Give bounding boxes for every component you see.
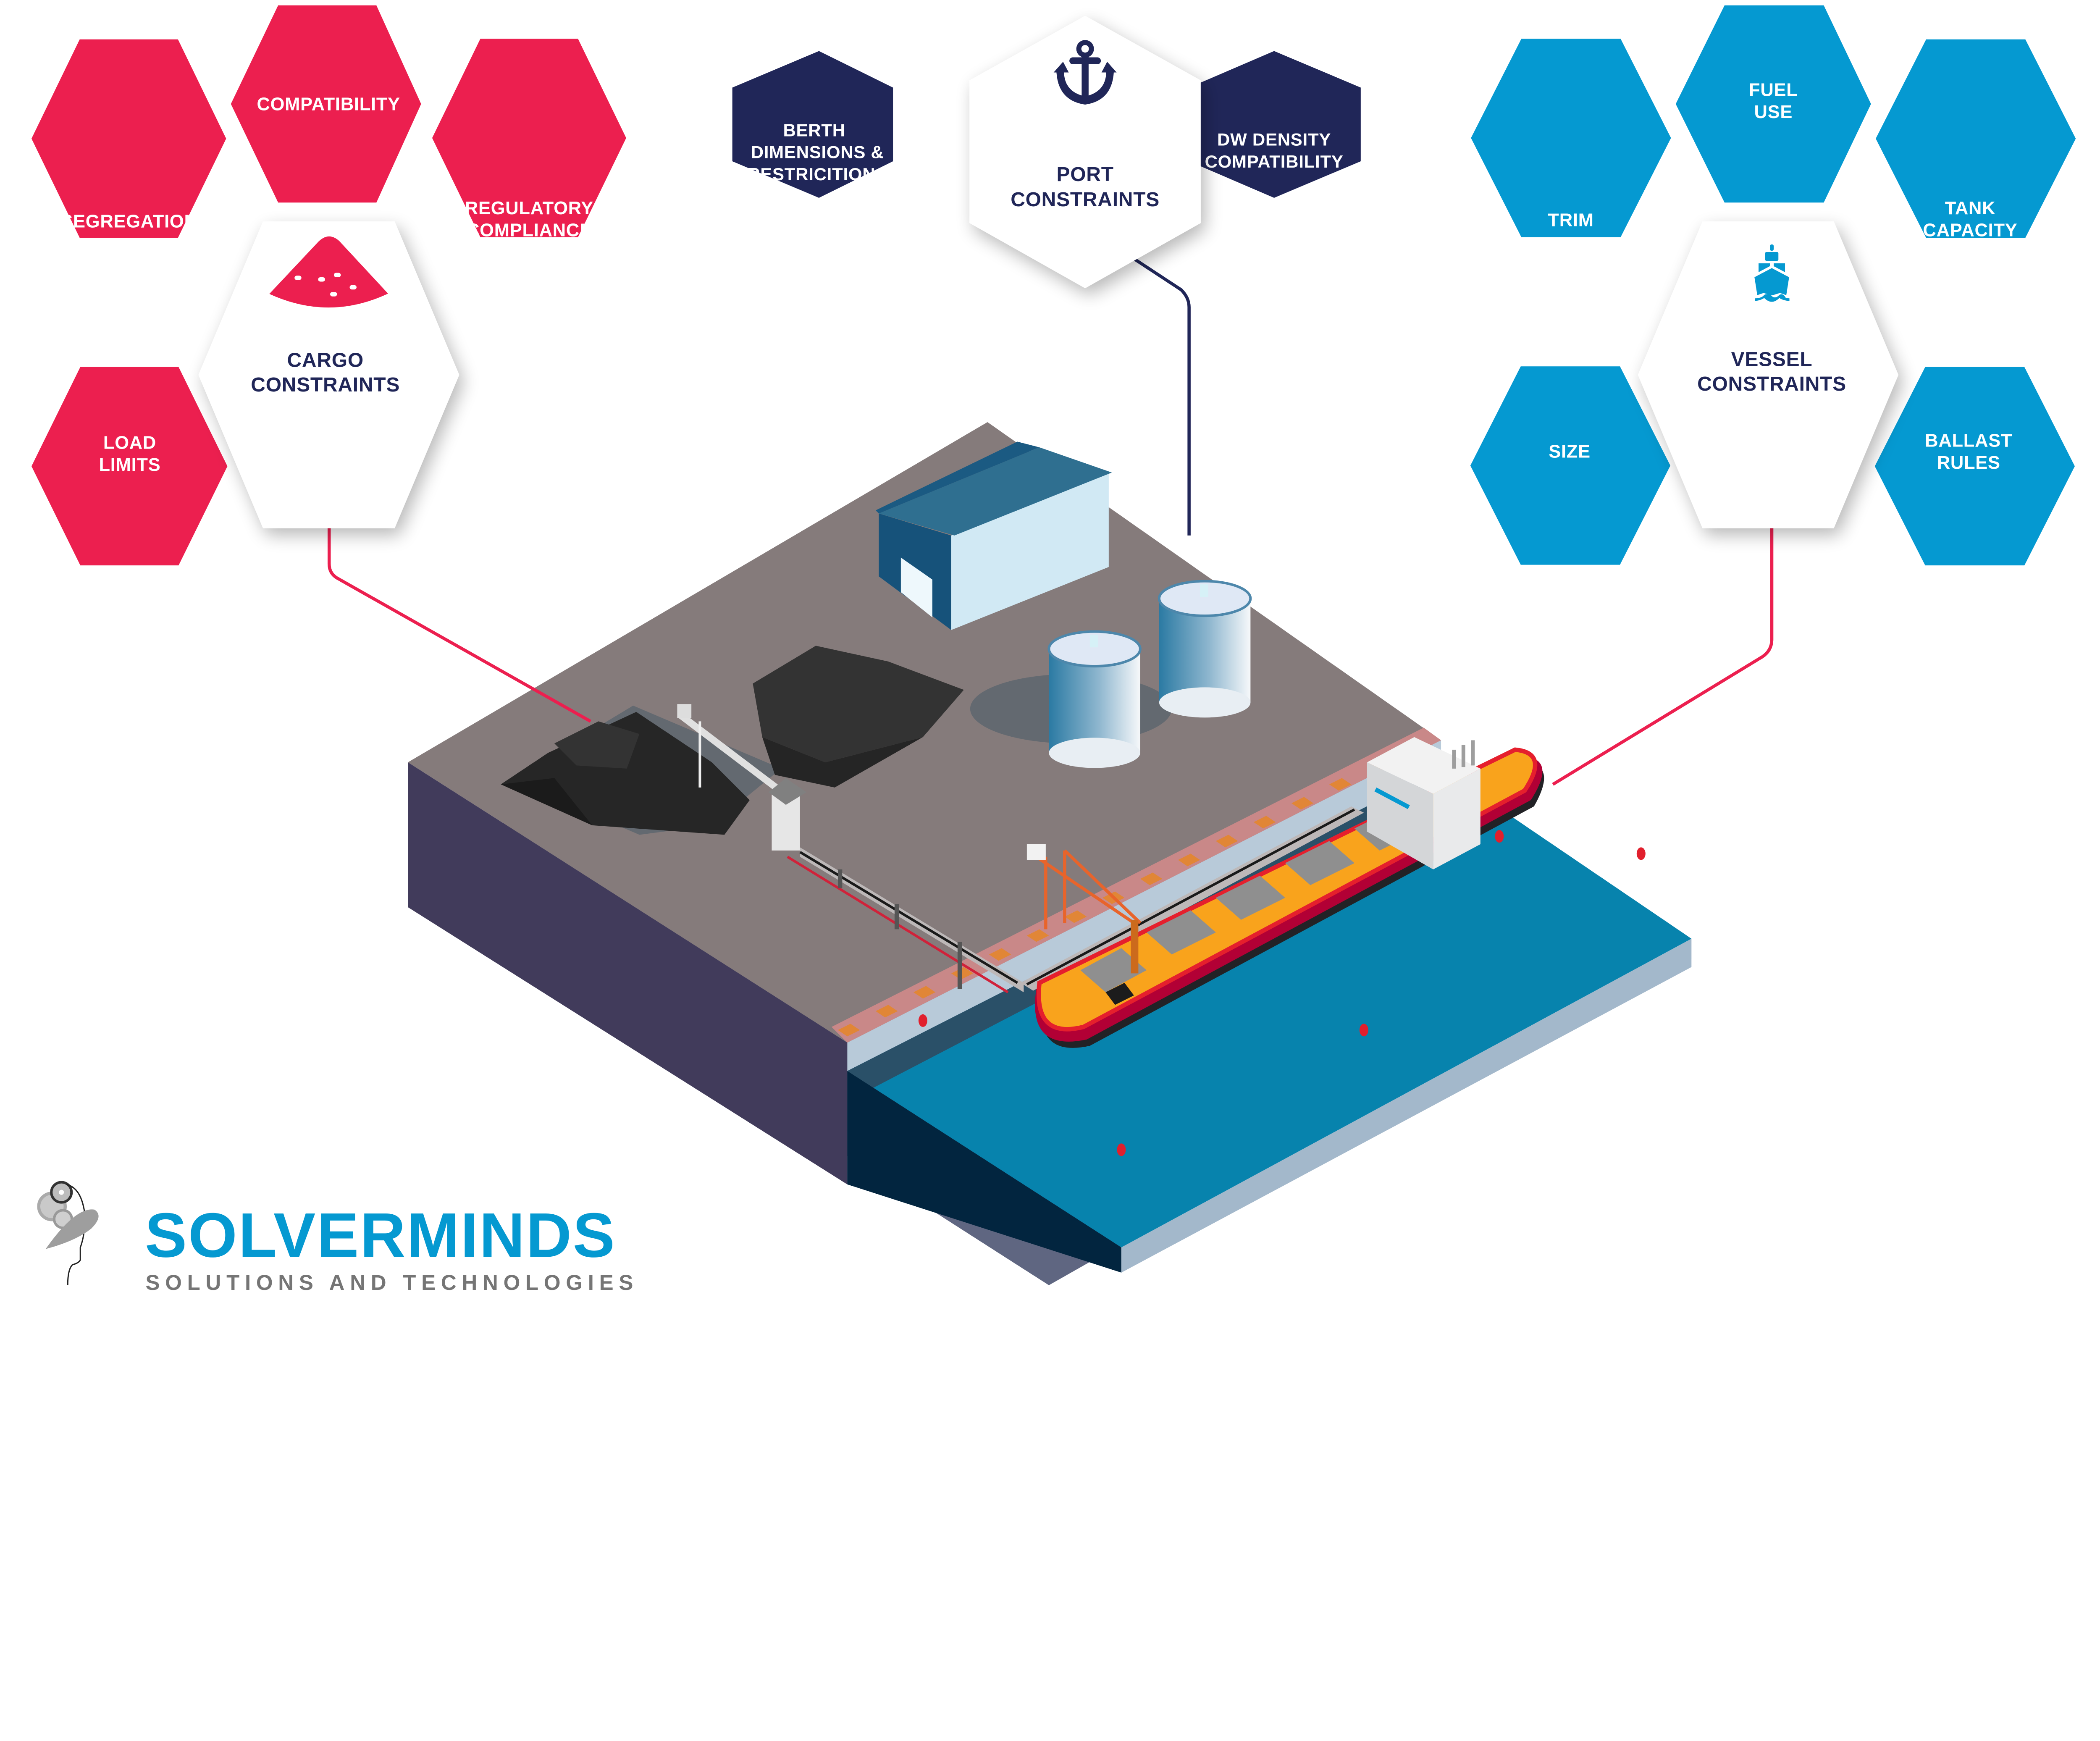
infographic-canvas: COMPATIBILITY SEGREGATION REGULATORY COM…: [31, 5, 2076, 1295]
warehouse: [875, 441, 1112, 630]
vessel-item-label: TRIM: [1548, 210, 1593, 230]
vessel-item-label: FUEL: [1749, 80, 1798, 100]
cargo-title-line2: CONSTRAINTS: [251, 374, 400, 396]
vessel-item-fuel-use[interactable]: FUEL USE: [1675, 5, 1871, 203]
port-constraints-group: BERTH DIMENSIONS & RESTRICITIONS DW DENS…: [732, 16, 1361, 289]
cargo-item-label: COMPATIBILITY: [257, 94, 400, 114]
port-item-berth[interactable]: BERTH DIMENSIONS & RESTRICITIONS: [732, 51, 893, 198]
water-side-left: [847, 1071, 1121, 1273]
port-item-label: DIMENSIONS &: [751, 142, 884, 162]
cargo-title-line1: CARGO: [287, 349, 364, 372]
port-illustration: [408, 422, 1692, 1285]
vessel-title-line1: VESSEL: [1731, 348, 1813, 370]
sand-pile-icon: [269, 236, 388, 308]
conveyor-system: [677, 704, 1364, 993]
buoys: [918, 830, 1646, 1156]
vessel-item-label: USE: [1754, 102, 1793, 122]
cargo-item-label: LOAD: [103, 433, 156, 453]
vessel-item-label: RULES: [1937, 453, 2000, 473]
port-title-line1: PORT: [1056, 163, 1113, 186]
port-item-label: COMPATIBILITY: [1205, 152, 1344, 171]
cargo-constraints-hub[interactable]: [198, 221, 459, 528]
port-item-dw-density[interactable]: DW DENSITY COMPATIBILITY: [1189, 51, 1361, 198]
water-side-right: [1121, 938, 1692, 1273]
port-title-line2: CONSTRAINTS: [1011, 189, 1160, 211]
vessel-title-line2: CONSTRAINTS: [1697, 373, 1846, 395]
logo-wordmark: SOLVERMINDS: [145, 1200, 616, 1270]
coal-piles: [501, 646, 964, 835]
vessel-item-tank-capacity[interactable]: TANK CAPACITY: [1876, 39, 2076, 241]
cargo-constraints-group: COMPATIBILITY SEGREGATION REGULATORY COM…: [31, 5, 626, 566]
cargo-item-load-limits[interactable]: LOAD LIMITS: [31, 367, 228, 566]
vessel-constraints-hub[interactable]: [1638, 221, 1899, 528]
shiploader-crane: [1026, 844, 1142, 974]
vessel-item-ballast-rules[interactable]: BALLAST RULES: [1874, 367, 2075, 566]
port-item-label: BERTH: [783, 121, 845, 140]
vessel-constraints-group: FUEL USE TRIM TANK CAPACITY SIZE BALLAST…: [1470, 5, 2076, 566]
logo-tagline: SOLUTIONS AND TECHNOLOGIES: [145, 1271, 638, 1295]
cargo-item-label: SEGREGATION: [60, 211, 197, 231]
vessel-item-label: SIZE: [1549, 442, 1591, 462]
connector-port: [1102, 234, 1191, 536]
water-surface: [847, 768, 1692, 1247]
port-constraints-hub[interactable]: [969, 16, 1201, 289]
vessel-item-trim[interactable]: TRIM: [1471, 39, 1671, 237]
cargo-item-regulatory-compliance[interactable]: REGULATORY COMPLIANCE: [432, 39, 626, 240]
storage-tanks: [970, 580, 1252, 768]
ground-side-left: [408, 762, 848, 1184]
port-item-label: DW DENSITY: [1217, 129, 1331, 149]
vessel-item-size[interactable]: SIZE: [1470, 366, 1671, 565]
port-item-label: RESTRICITIONS: [747, 164, 887, 184]
vessel-item-label: BALLAST: [1925, 431, 2012, 451]
cargo-item-label: LIMITS: [99, 455, 160, 475]
cargo-item-label: COMPLIANCE: [466, 220, 592, 240]
cargo-item-compatibility[interactable]: COMPATIBILITY: [231, 5, 421, 203]
vessel-item-label: TANK: [1945, 198, 1996, 218]
vessel-item-label: CAPACITY: [1923, 220, 2017, 240]
bulk-carrier: [1035, 737, 1544, 1048]
cargo-item-segregation[interactable]: SEGREGATION: [31, 39, 226, 238]
solverminds-logo: SOLVERMINDS SOLUTIONS AND TECHNOLOGIES: [37, 1181, 638, 1295]
head-gears-icon: [37, 1181, 99, 1285]
anchor-icon: [1053, 40, 1117, 105]
quay-wall: [847, 740, 1441, 1071]
ship-icon: [1754, 244, 1790, 302]
cargo-item-label: REGULATORY: [465, 198, 593, 218]
